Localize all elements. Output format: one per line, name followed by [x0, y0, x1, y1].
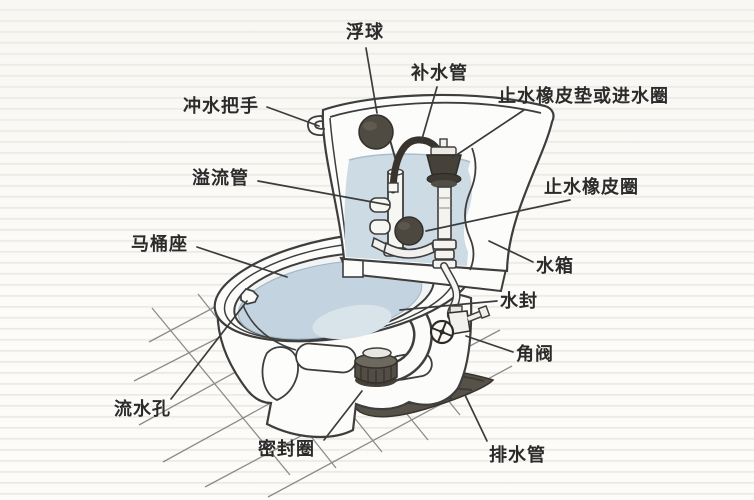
label-toilet-seat: 马桶座 — [131, 234, 188, 255]
leader-toilet-seat — [196, 246, 288, 278]
label-angle-valve: 角阀 — [516, 344, 554, 365]
label-flush-handle: 冲水把手 — [183, 96, 259, 117]
label-water-tank: 水箱 — [536, 256, 574, 277]
flapper-stop-ring-shape — [371, 216, 435, 259]
leader-overflow-tube — [257, 180, 390, 206]
leader-water-flow-hole — [170, 300, 248, 400]
leader-drain-pipe — [464, 394, 488, 442]
leader-refill-tube — [421, 86, 438, 140]
label-overflow-tube: 溢流管 — [192, 168, 249, 189]
leader-water-seal — [399, 300, 498, 311]
angle-valve-assembly — [429, 262, 491, 345]
label-float-ball: 浮球 — [346, 22, 384, 43]
label-stop-rubber-ring: 止水橡皮圈 — [544, 177, 639, 198]
leader-inlet-washer — [451, 109, 525, 159]
label-refill-tube: 补水管 — [411, 63, 468, 84]
leader-float-ball — [365, 47, 378, 114]
water-flow-hole-shape — [240, 288, 260, 305]
float-ball-shape — [358, 114, 394, 150]
valve-wheel-shape — [429, 319, 455, 345]
leader-stop-rubber-ring — [425, 199, 571, 232]
leader-lines — [170, 47, 571, 442]
label-sealing-ring: 密封圈 — [258, 439, 315, 460]
label-water-seal: 水封 — [500, 291, 538, 312]
label-inlet-washer: 止水橡皮垫或进水圈 — [498, 86, 669, 107]
leader-angle-valve — [465, 335, 514, 353]
label-water-flow-hole: 流水孔 — [114, 399, 171, 420]
leader-water-tank — [488, 240, 534, 263]
label-drain-pipe: 排水管 — [489, 445, 546, 466]
sealing-ring-shape — [354, 347, 398, 387]
leader-flush-handle — [266, 106, 320, 127]
leader-sealing-ring — [323, 390, 363, 441]
